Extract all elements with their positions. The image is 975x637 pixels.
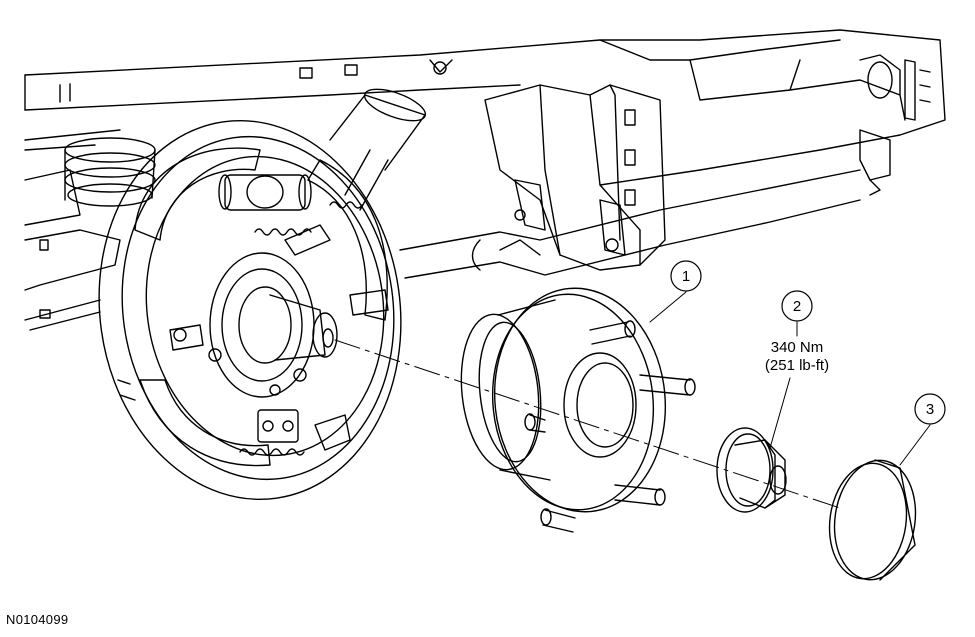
grease-cap bbox=[828, 459, 917, 581]
torque-spec: 340 Nm (251 lb-ft) bbox=[737, 339, 857, 375]
chassis-frame bbox=[24, 29, 946, 331]
figure-id: N0104099 bbox=[6, 612, 69, 627]
callout-2-number: 2 bbox=[793, 298, 801, 315]
callout-3-number: 3 bbox=[926, 401, 934, 418]
torque-metric: 340 Nm bbox=[770, 339, 824, 356]
brake-backing-plate bbox=[98, 119, 402, 501]
callout-3-leader bbox=[899, 424, 931, 466]
callout-1-circle bbox=[670, 260, 702, 292]
wheel-hub-assembly bbox=[460, 287, 696, 533]
callout-2-circle bbox=[781, 290, 813, 322]
assembly-centerline bbox=[334, 339, 841, 509]
hub-nut bbox=[716, 427, 787, 513]
callout-2-leader-lower bbox=[769, 377, 791, 449]
callout-1-number: 1 bbox=[682, 268, 690, 285]
callout-1-leader bbox=[649, 291, 687, 323]
callout-3-circle bbox=[914, 393, 946, 425]
torque-imperial: (251 lb-ft) bbox=[764, 357, 830, 374]
